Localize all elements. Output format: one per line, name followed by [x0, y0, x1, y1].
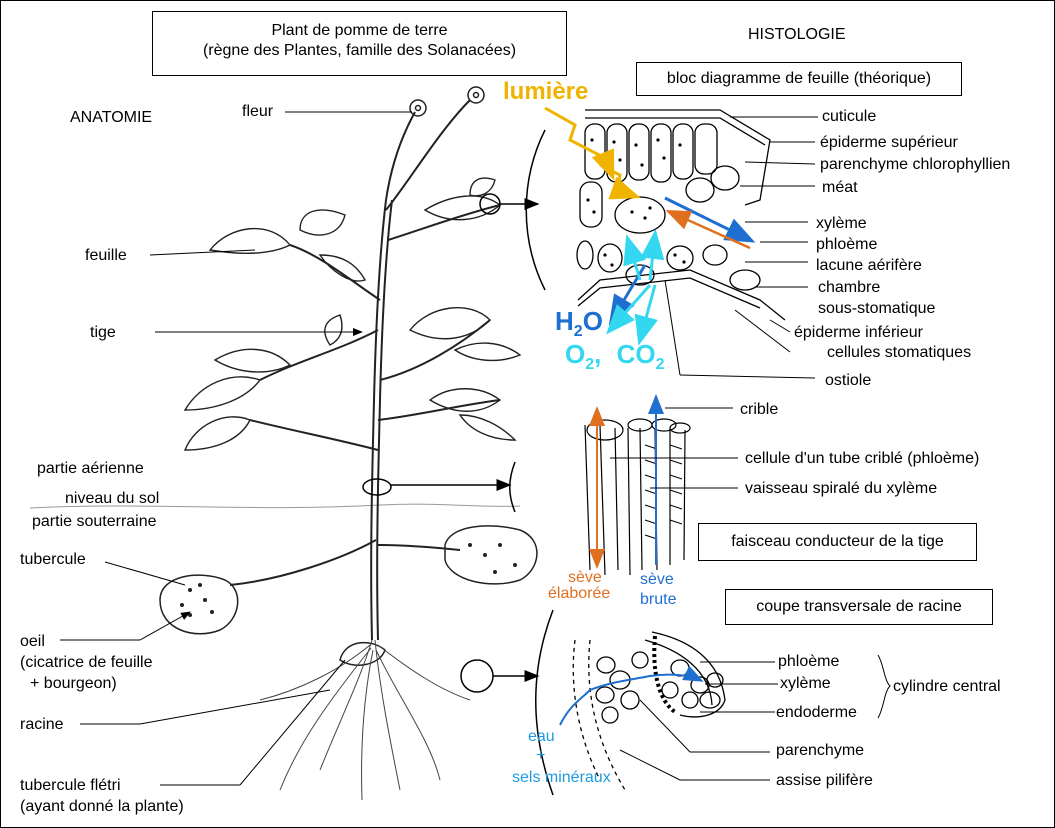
label-chambre-1: chambre — [818, 279, 881, 296]
label-cellules-stomatiques: cellules stomatiques — [827, 344, 972, 361]
tuber-shapes — [159, 525, 538, 666]
label-seve-elab-1: sève — [568, 569, 602, 586]
label-tubercule-fletri-1: tubercule flétri — [20, 777, 121, 794]
leaf-block-drawing — [576, 109, 786, 321]
coupe-box: coupe transversale de racine — [725, 589, 993, 625]
label-partie-aerienne: partie aérienne — [37, 460, 144, 477]
title-line-1: Plant de pomme de terre — [271, 22, 448, 39]
label-eau-1: eau — [528, 728, 555, 745]
plant-stem — [229, 99, 501, 641]
label-parenchyme: parenchyme — [776, 742, 865, 759]
title-line-2: (règne des Plantes, famille des Solanacé… — [202, 42, 517, 59]
label-parenchyme-chloro: parenchyme chlorophyllien — [820, 156, 1011, 173]
label-crible: crible — [740, 401, 779, 418]
label-seve-brute-1: sève — [640, 571, 674, 588]
faisceau-box: faisceau conducteur de la tige — [698, 523, 977, 561]
label-tube-crible: cellule d'un tube criblé (phloème) — [745, 450, 980, 467]
section-histologie: HISTOLOGIE — [748, 26, 846, 43]
ground-line — [29, 503, 521, 509]
label-epiderme-sup: épiderme supérieur — [820, 134, 958, 151]
label-partie-souterraine: partie souterraine — [32, 513, 157, 530]
label-xyleme-leaf: xylème — [816, 215, 867, 232]
leader-lines-stem — [610, 407, 738, 489]
leaves — [183, 177, 522, 451]
label-epiderme-inf: épiderme inférieur — [794, 324, 923, 341]
label-cuticule: cuticule — [822, 108, 877, 125]
zoom-markers — [362, 129, 554, 796]
label-oeil-3: + bourgeon) — [30, 675, 117, 692]
label-endoderme: endoderme — [776, 704, 857, 721]
label-lumiere: lumière — [503, 78, 589, 105]
label-eau-3: sels minéraux — [512, 769, 611, 786]
label-tubercule: tubercule — [20, 551, 86, 568]
label-cylindre: cylindre central — [893, 678, 1001, 695]
sap-arrows — [589, 394, 664, 569]
label-seve-brute-2: brute — [640, 591, 677, 608]
section-anatomie: ANATOMIE — [70, 109, 153, 126]
label-phloeme-root: phloème — [778, 653, 840, 670]
label-racine: racine — [20, 716, 64, 733]
stem-bundle-drawing — [584, 418, 691, 576]
label-ostiole: ostiole — [825, 372, 872, 389]
label-chambre-2: sous-stomatique — [818, 300, 936, 317]
root-section-drawing — [572, 631, 726, 791]
label-h2o: H2O — [555, 306, 603, 341]
label-tige: tige — [90, 324, 116, 341]
label-eau-2: + — [536, 747, 546, 764]
light-arrow — [544, 106, 641, 200]
label-oeil-2: (cicatrice de feuille — [20, 654, 153, 671]
label-o2-co2: O2, CO2 — [565, 339, 665, 374]
label-tubercule-fletri-2: (ayant donné la plante) — [20, 798, 184, 815]
title-box: Plant de pomme de terre (règne des Plant… — [152, 11, 567, 76]
leaf-vessel-streaks — [664, 196, 756, 250]
label-lacune: lacune aérifère — [816, 257, 922, 274]
label-vaisseau: vaisseau spiralé du xylème — [745, 480, 938, 497]
label-oeil-1: oeil — [20, 633, 45, 650]
leader-lines-anatomy — [60, 111, 412, 786]
leader-lines-root — [619, 654, 891, 781]
label-phloeme-leaf: phloème — [816, 236, 878, 253]
stem-spirals — [644, 444, 683, 540]
leader-lines-leaf — [664, 116, 818, 379]
leaf-block-title-box: bloc diagramme de feuille (théorique) — [636, 62, 962, 96]
roots — [259, 639, 471, 801]
label-xyleme-root: xylème — [780, 675, 831, 692]
label-meat: méat — [822, 179, 858, 196]
label-assise: assise pilifère — [776, 772, 873, 789]
root-water-path — [559, 665, 704, 726]
gas-arrows — [606, 229, 665, 346]
label-seve-elab-2: élaborée — [548, 585, 611, 602]
flower-icon — [409, 86, 485, 117]
label-niveau-sol: niveau du sol — [65, 490, 160, 507]
label-feuille: feuille — [85, 247, 127, 264]
label-fleur: fleur — [242, 103, 274, 120]
